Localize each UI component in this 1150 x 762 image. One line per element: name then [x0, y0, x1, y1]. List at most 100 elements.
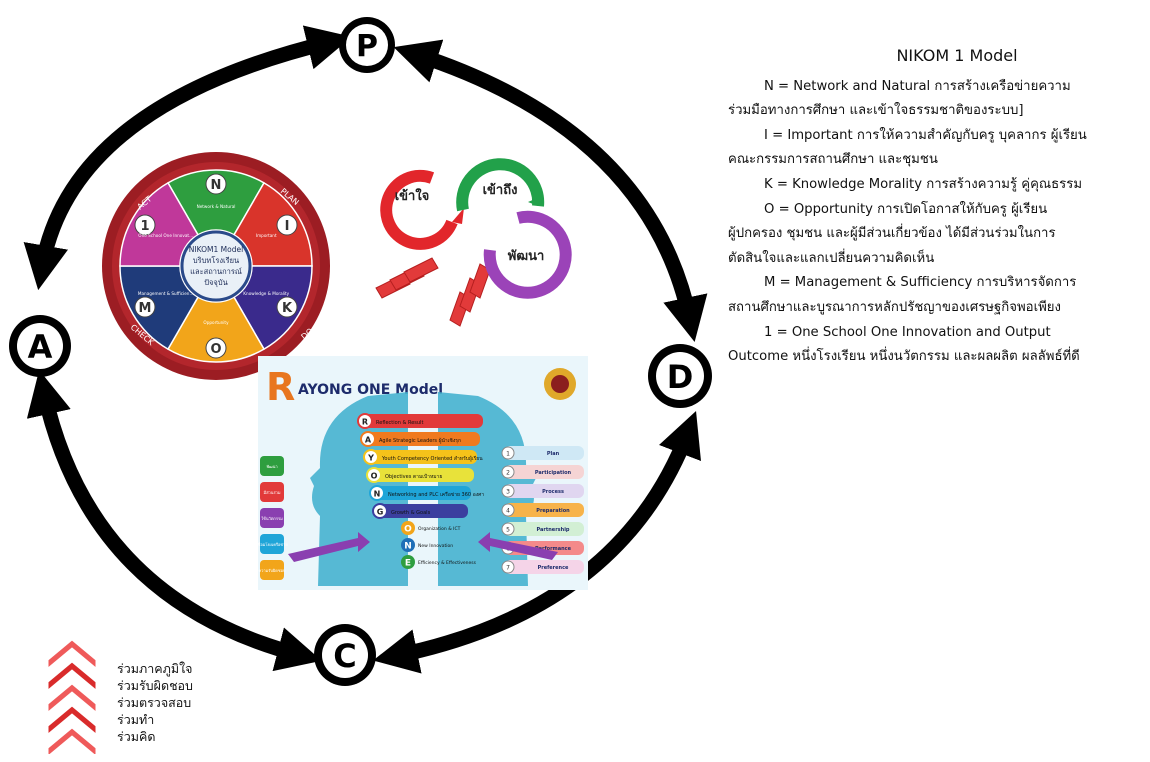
line-o-1: O = Opportunity การเปิดโอกาสให้กับครู ผู… [764, 201, 1048, 217]
rayong-right-tag-0 [504, 446, 584, 460]
rayong-one-text-2: Efficiency & Effectiveness [418, 560, 477, 566]
rayong-right-tag-num-1: 2 [506, 470, 510, 477]
rayong-left-tag-text-4: ความรับผิดชอบ [258, 568, 286, 573]
node-a-letter: A [28, 328, 53, 366]
rayong-letter-y: Y [367, 454, 374, 463]
line-n-1: N = Network and Natural การสร้างเครือข่า… [764, 78, 1071, 94]
wheel-center-line4: ปัจจุบัน [204, 278, 227, 287]
node-c-letter: C [333, 637, 356, 675]
rayong-badge-r [357, 413, 373, 429]
wheel-segment-n [166, 169, 266, 236]
rayong-badge-g [372, 503, 388, 519]
rayong-right-tag-text-5: Performance [535, 546, 572, 552]
legend-chevron-2 [47, 683, 97, 714]
line-1-2: Outcome หนึ่งโรงเรียน หนึ่งนวัตกรรม และผ… [728, 349, 1080, 365]
wheel-title-i: Important [256, 233, 277, 238]
node-c: C [314, 624, 376, 686]
rayong-one-badge-0 [401, 521, 415, 535]
rayong-left-tag-1 [260, 482, 284, 502]
rayong-title-rest: AYONG ONE Model [298, 382, 443, 398]
line-i-1: I = Important การให้ความสำคัญกับครู บุคล… [764, 127, 1087, 143]
legend-item-check: ร่วมตรวจสอบ [117, 695, 192, 710]
rayong-left-tag-2 [260, 508, 284, 528]
rayong-left-tag-text-2: ใช้นวัตกรรม [261, 516, 283, 521]
rayong-band-text-3: Objectives ตามเป้าหมาย [385, 473, 442, 480]
wheel-badge-i [276, 214, 298, 236]
rayong-right-tag-num-6: 7 [506, 565, 510, 572]
circle-develop-label: พัฒนา [508, 249, 545, 264]
legend-chevron-0 [47, 639, 97, 670]
rayong-title-r: R [266, 365, 295, 409]
wheel-letter-i: I [285, 219, 290, 234]
rayong-left-tag-text-0: พัฒนา [266, 464, 277, 469]
rayong-band-y [369, 450, 477, 464]
wheel-center-line2: บริบทโรงเรียน [193, 256, 239, 265]
legend-item-pride: ร่วมภาคภูมิใจ [117, 661, 193, 676]
rayong-letter-g: G [377, 508, 384, 517]
rayong-right-tag-text-6: Preference [538, 565, 569, 571]
rayong-one-badge-1 [401, 538, 415, 552]
rayong-right-tag-num-3: 4 [506, 508, 510, 515]
rayong-badge-n [369, 485, 385, 501]
rayong-left-tag-4 [260, 560, 284, 580]
legend-chevron-4 [47, 727, 97, 754]
wheel-badge-1 [134, 214, 156, 236]
wheel-title-o: Opportunity [203, 320, 229, 325]
line-m-2: สถานศึกษาและบูรณาการหลักปรัชญาของเศรษฐกิ… [728, 299, 1061, 315]
arrow-p-to-d [393, 39, 708, 343]
left-pointer-arrow [288, 532, 370, 562]
legend-item-responsibility: ร่วมรับผิดชอบ [117, 678, 193, 693]
rayong-right-tag-4 [504, 522, 584, 536]
wheel-segment-k [232, 265, 313, 351]
circle-access-label: เข้าถึง [483, 182, 518, 198]
legend-chevron-3 [47, 705, 97, 736]
wheel-center-line1: NIKOM1 Model [189, 245, 243, 254]
wheel-title-m: Management & Sufficien… [138, 291, 194, 296]
rayong-right-tag-1 [504, 465, 584, 479]
wheel-letter-1: 1 [140, 219, 149, 234]
legend-item-think: ร่วมคิด [117, 729, 156, 744]
wheel-letter-k: K [282, 301, 293, 316]
rayong-band-text-1: Agile Strategic Leaders ผู้นำเชิงรุก [379, 437, 461, 444]
rayong-right-tag-text-3: Preparation [536, 508, 570, 514]
node-p-letter: P [356, 29, 378, 64]
wheel-badge-o [205, 337, 227, 359]
wheel-letter-m: M [139, 301, 152, 316]
wheel-letter-o: O [210, 342, 221, 357]
line-n-2: ร่วมมือทางการศึกษา และเข้าใจธรรมชาติของร… [728, 103, 1024, 119]
wheel-segment-m [119, 265, 200, 351]
rayong-left-tag-text-1: มีส่วนร่วม [263, 490, 281, 495]
node-a: A [9, 315, 71, 377]
node-d: D [648, 344, 712, 408]
rayong-right-tag-3 [504, 503, 584, 517]
rayong-one-text-1: New Innovation [418, 543, 453, 549]
rayong-band-text-2: Youth Competency Oriented สำหรับผู้เรียน [381, 455, 483, 462]
rayong-right-tag-num-0: 1 [506, 451, 510, 458]
rayong-right-tag-text-0: Plan [547, 451, 560, 457]
rayong-one-badge-2 [401, 555, 415, 569]
rayong-badge-y [363, 449, 379, 465]
rayong-right-tag-num-4: 5 [506, 527, 510, 534]
wheel-title-k: Knowledge & Morality [243, 291, 289, 296]
wheel-letter-n: N [211, 178, 222, 193]
wheel-title-n: Network & Natural [197, 204, 236, 209]
rayong-band-text-4: Networking and PLC เครือข่าย 360 องศา [388, 491, 484, 498]
arrow-a-to-c [26, 370, 322, 672]
wheel-segment-o [166, 296, 266, 363]
rayong-band-a [366, 432, 480, 446]
legend-chevron-1 [47, 661, 97, 692]
rayong-letter-o: O [371, 472, 378, 481]
rayong-band-o [372, 468, 474, 482]
rayong-letter-a: A [365, 436, 372, 445]
node-p: P [339, 17, 395, 73]
circle-understand-label: เข้าใจ [395, 187, 430, 204]
rayong-right-tag-num-2: 3 [506, 489, 510, 496]
wheel-badge-m [134, 296, 156, 318]
rayong-right-tag-text-4: Partnership [536, 527, 569, 533]
line-m-1: M = Management & Sufficiency การบริหารจั… [764, 275, 1077, 291]
legend-item-do: ร่วมทำ [117, 712, 155, 727]
line-o-2: ผู้ปกครอง ชุมชน และผู้มีส่วนเกี่ยวข้อง ไ… [728, 226, 1056, 242]
